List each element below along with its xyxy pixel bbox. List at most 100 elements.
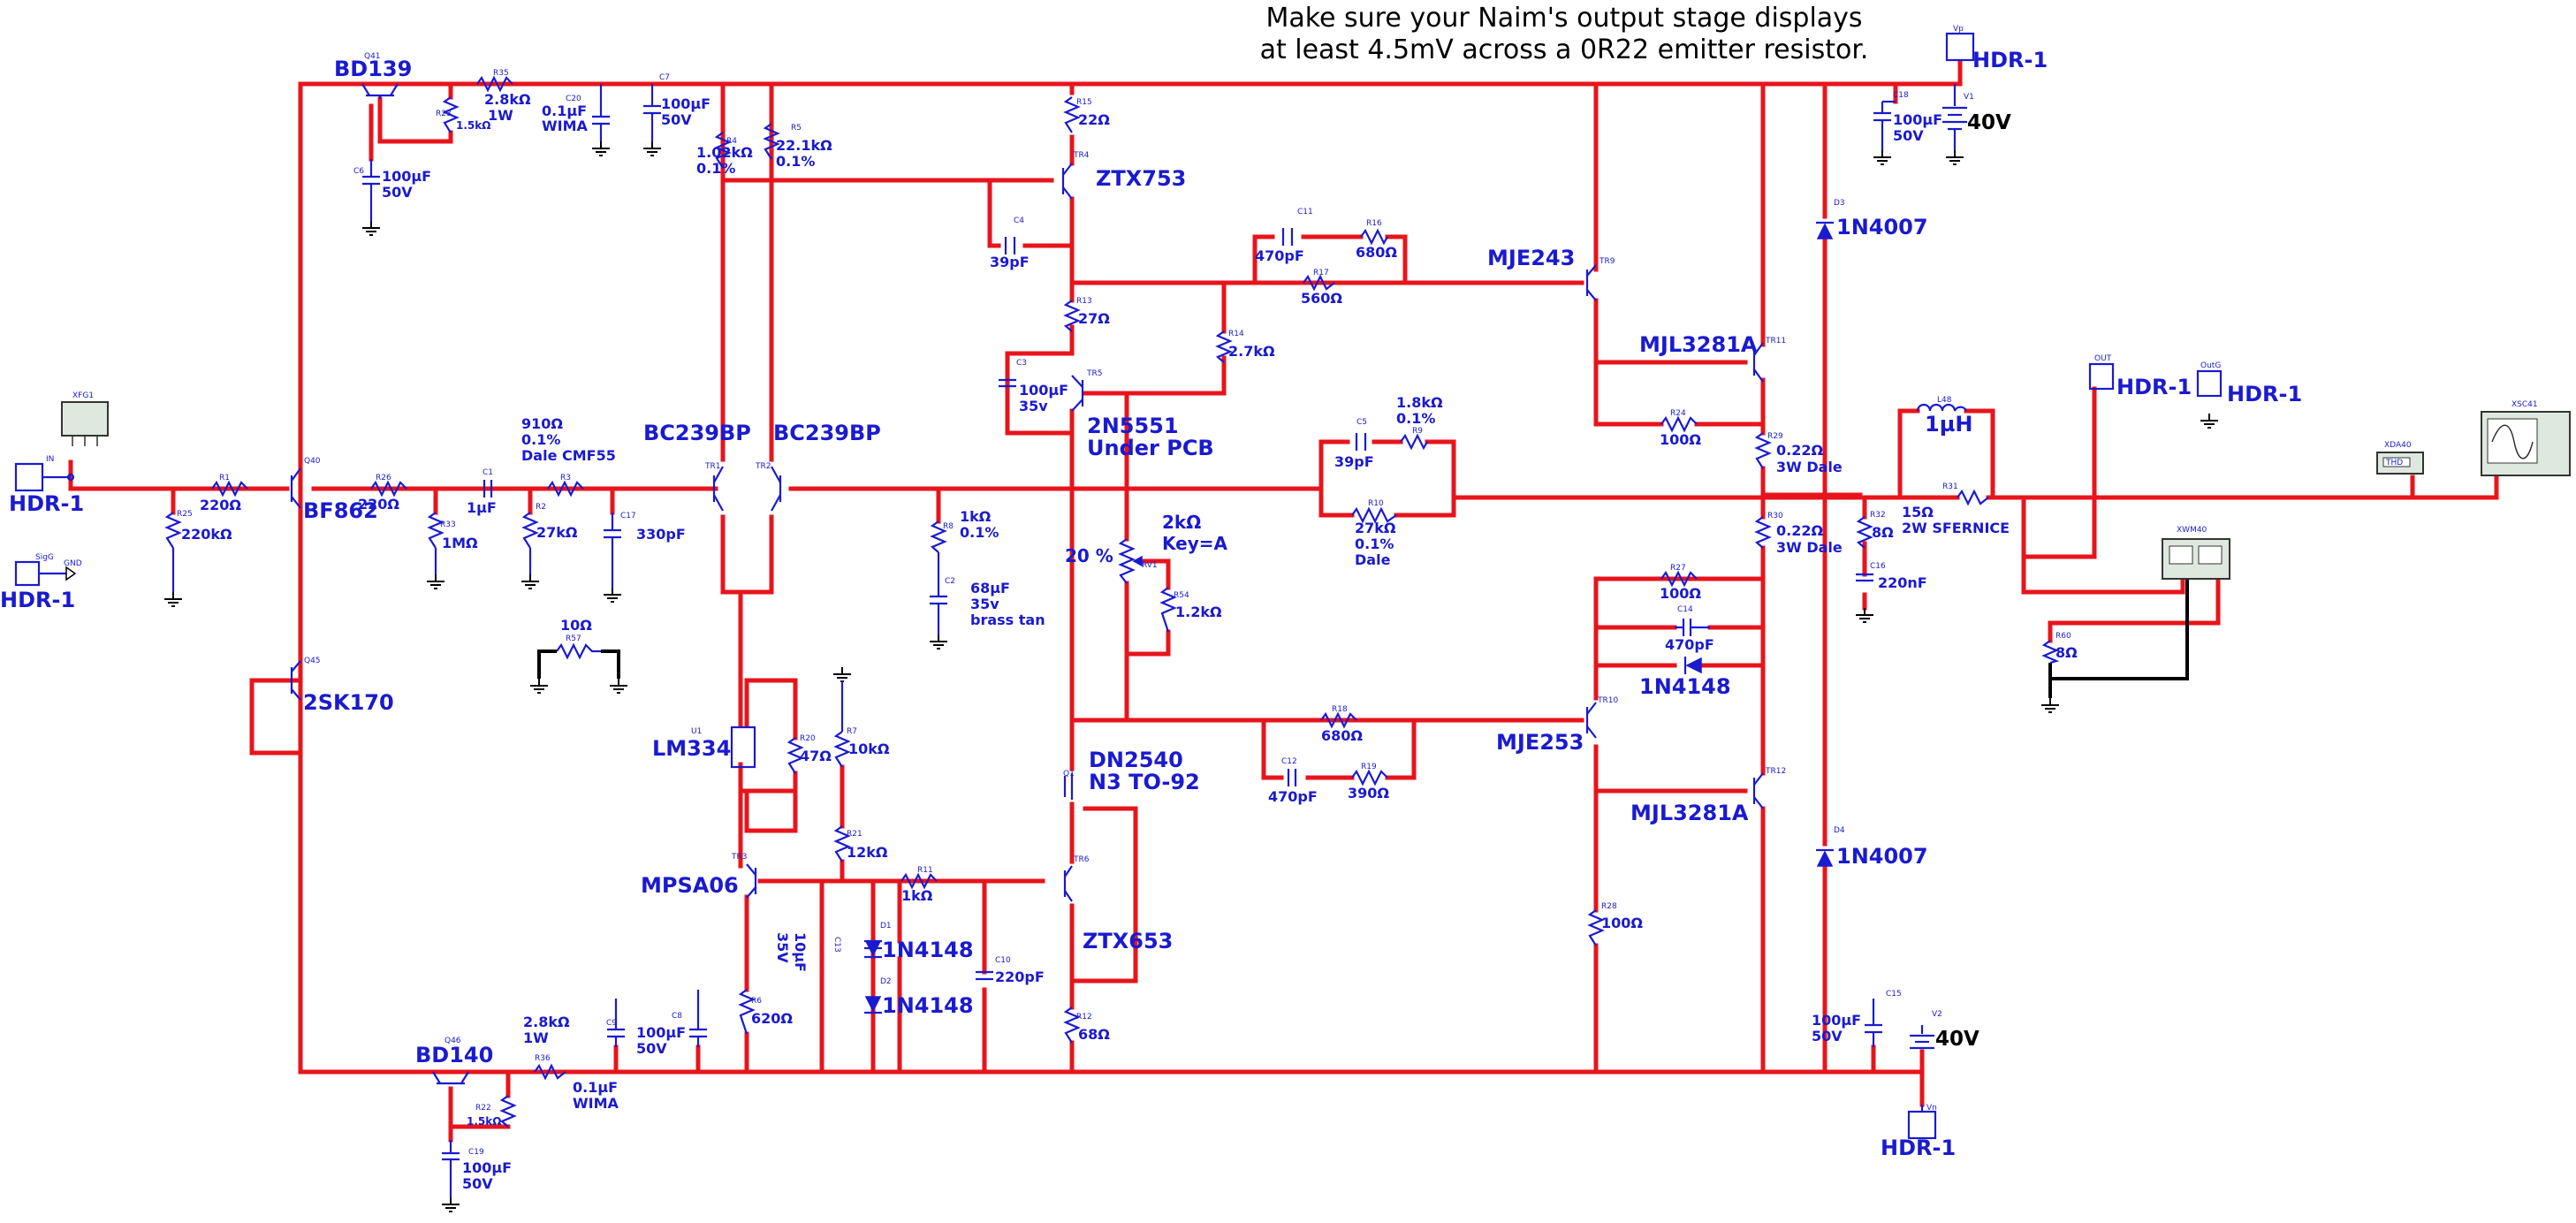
capacitor-c8[interactable]: C8 100µF 50V xyxy=(636,990,707,1057)
resistor-r33[interactable]: R33 1MΩ xyxy=(427,512,478,574)
v2-ref: V2 xyxy=(1932,1010,1942,1019)
transistor-mjl3281a-bottom[interactable]: TR12 MJL3281A xyxy=(1630,767,1786,825)
resistor-r1[interactable]: R1 220Ω xyxy=(200,474,248,513)
capacitor-c4[interactable]: C4 39pF xyxy=(990,216,1030,270)
c7-voltage: 50V xyxy=(661,111,692,128)
header-outg[interactable]: OutG HDR-1 xyxy=(2196,361,2302,406)
r31-type: 2W SFERNICE xyxy=(1902,520,2010,536)
diode-d2[interactable]: D2 1N4148 xyxy=(864,977,974,1018)
c3-voltage: 35v xyxy=(1019,398,1048,414)
resistor-r23[interactable]: R23 1.5kΩ xyxy=(436,96,490,133)
capacitor-c16[interactable]: C16 220nF xyxy=(1856,562,1927,591)
transistor-ztx753[interactable]: TR4 ZTX753 xyxy=(1061,151,1186,200)
capacitor-c14[interactable]: C14 470pF xyxy=(1665,605,1714,653)
transistor-mjl3281a-top[interactable]: TR11 MJL3281A xyxy=(1639,332,1786,383)
capacitor-c20[interactable]: C20 0.1µF WIMA xyxy=(542,84,610,141)
capacitor-c15[interactable]: C15 100µF 50V xyxy=(1812,990,1902,1047)
wattmeter-xwm40[interactable]: XWM40 xyxy=(2162,526,2230,580)
resistor-r28[interactable]: R28 100Ω xyxy=(1587,902,1643,946)
capacitor-c17[interactable]: C17 330pF xyxy=(604,512,686,588)
current-source-lm334[interactable]: U1 LM334 xyxy=(652,725,756,769)
resistor-r8[interactable]: R8 1kΩ 0.1% xyxy=(930,508,999,574)
resistor-r18[interactable]: R18 680Ω xyxy=(1320,705,1363,744)
resistor-r36[interactable]: R36 2.8kΩ 1W xyxy=(523,1014,570,1081)
transistor-2sk170[interactable]: Q45 2SK170 xyxy=(290,657,394,715)
resistor-r20[interactable]: R20 47Ω xyxy=(786,734,832,774)
resistor-r54[interactable]: R54 1.2kΩ xyxy=(1159,587,1222,633)
capacitor-c13[interactable]: C13 10µF 35V xyxy=(774,932,882,972)
resistor-r16[interactable]: R16 680Ω xyxy=(1356,219,1397,261)
capacitor-c12[interactable]: C12 470pF xyxy=(1268,757,1318,805)
transistor-dn2540[interactable]: Q1 DN2540 N3 TO-92 xyxy=(1063,748,1200,800)
transistor-2n5551[interactable]: TR5 2N5551 Under PCB xyxy=(1071,369,1214,460)
resistor-r11[interactable]: R11 1kΩ xyxy=(900,866,938,904)
function-generator-xfg1[interactable]: XFG1 xyxy=(61,391,109,446)
diode-d5[interactable]: 1N4148 xyxy=(1639,657,1731,699)
battery-v2[interactable]: V2 40V xyxy=(1910,1010,1979,1051)
resistor-r19[interactable]: R19 390Ω xyxy=(1348,763,1389,801)
resistor-r6[interactable]: R6 620Ω xyxy=(738,989,793,1035)
capacitor-c9[interactable]: C9 0.1µF WIMA xyxy=(573,999,625,1112)
resistor-r26[interactable]: R26 220Ω xyxy=(358,474,407,513)
diode-d1[interactable]: D1 1N4148 xyxy=(864,922,974,962)
potentiometer-rv1[interactable]: RV1 2kΩ Key=A 20 % xyxy=(1065,512,1228,584)
resistor-r31[interactable]: R31 15Ω 2W SFERNICE xyxy=(1902,482,2010,536)
resistor-r3[interactable]: R3 910Ω 0.1% Dale CMF55 xyxy=(521,415,616,498)
transistor-mje253[interactable]: TR10 MJE253 xyxy=(1496,696,1618,755)
resistor-r5[interactable]: R5 22.1kΩ 0.1% xyxy=(763,123,832,170)
capacitor-c11[interactable]: C11 470pF xyxy=(1255,208,1313,264)
header-vn[interactable]: Vn HDR-1 xyxy=(1881,1104,1956,1160)
distortion-analyzer-xda40[interactable]: THD XDA40 xyxy=(2376,441,2424,475)
l48-ref: L48 xyxy=(1937,396,1952,405)
resistor-r27[interactable]: R27 100Ω xyxy=(1660,564,1701,602)
capacitor-c10[interactable]: C10 220pF xyxy=(976,956,1045,985)
transistor-bd139[interactable]: Q41 BD139 xyxy=(334,52,412,99)
resistor-r13[interactable]: R13 27Ω xyxy=(1063,297,1110,332)
capacitor-c2[interactable]: C2 68µF 35v brass tan xyxy=(930,574,1045,634)
resistor-r32[interactable]: R32 8Ω xyxy=(1856,511,1894,549)
resistor-r25[interactable]: R25 220kΩ xyxy=(164,510,232,592)
transistor-bd140[interactable]: Q46 BD140 xyxy=(415,1037,493,1085)
transistor-ztx653[interactable]: TR6 ZTX653 xyxy=(1063,855,1173,953)
capacitor-c18[interactable]: C18 100µF 50V xyxy=(1873,91,1942,150)
inductor-l48[interactable]: L48 1µH xyxy=(1916,396,1972,437)
transistor-bf862[interactable]: Q40 BF862 xyxy=(290,457,378,523)
capacitor-c19[interactable]: C19 100µF 50V xyxy=(442,1140,512,1197)
capacitor-c6[interactable]: C6 100µF 50V xyxy=(353,159,431,221)
oscilloscope-xsc41[interactable]: XSC41 xyxy=(2481,400,2571,476)
capacitor-c3[interactable]: C3 100µF 35v xyxy=(999,359,1068,414)
capacitor-c1[interactable]: C1 1µF xyxy=(467,468,497,516)
resistor-r30[interactable]: R30 0.22Ω 3W Dale xyxy=(1754,512,1843,556)
resistor-r14[interactable]: R14 2.7kΩ xyxy=(1215,330,1275,363)
diode-d4[interactable]: D4 1N4007 xyxy=(1816,826,1928,869)
transistor-bc239-2[interactable]: TR2 BC239BP xyxy=(755,421,881,512)
transistor-bc239-1[interactable]: TR1 BC239BP xyxy=(643,421,751,512)
header-in[interactable]: IN HDR-1 xyxy=(9,455,84,516)
resistor-r9[interactable]: R9 1.8kΩ 0.1% xyxy=(1396,394,1443,451)
resistor-r12[interactable]: R12 68Ω xyxy=(1063,1007,1110,1044)
capacitor-c5[interactable]: C5 39pF xyxy=(1334,418,1374,470)
resistor-r21[interactable]: R21 12kΩ xyxy=(833,825,888,862)
resistor-r22[interactable]: R22 1.5kΩ xyxy=(467,1095,517,1128)
header-out[interactable]: OUT HDR-1 xyxy=(2088,354,2192,399)
diode-d3[interactable]: D3 1N4007 xyxy=(1816,199,1928,239)
battery-v1[interactable]: V1 40V xyxy=(1942,84,2011,150)
resistor-r17[interactable]: R17 560Ω xyxy=(1301,269,1342,307)
resistor-r15[interactable]: R15 22Ω xyxy=(1063,96,1110,133)
resistor-r35[interactable]: R35 2.8kΩ 1W xyxy=(476,69,531,124)
resistor-r57[interactable]: R57 10Ω xyxy=(556,617,601,660)
header-vp[interactable]: Vp HDR-1 xyxy=(1945,25,2048,72)
resistor-r29[interactable]: R29 0.22Ω 3W Dale xyxy=(1754,432,1843,475)
resistor-r2[interactable]: R2 27kΩ xyxy=(521,503,578,574)
resistor-r7[interactable]: R7 10kΩ xyxy=(833,680,890,768)
header-sig[interactable]: SigG GND HDR-1 xyxy=(0,553,82,612)
resistor-r60[interactable]: R60 8Ω xyxy=(2041,632,2078,665)
c8-value: 100µF xyxy=(636,1024,686,1041)
r54-value: 1.2kΩ xyxy=(1175,604,1222,620)
transistor-mpsa06[interactable]: TR3 MPSA06 xyxy=(641,853,757,899)
capacitor-c7[interactable]: C7 100µF 50V xyxy=(643,73,710,141)
resistor-r24[interactable]: R24 100Ω xyxy=(1660,409,1701,448)
resistor-r10[interactable]: R10 27kΩ 0.1% Dale xyxy=(1351,499,1397,568)
resistor-r4[interactable]: R4 1.02kΩ 0.1% xyxy=(696,132,753,177)
transistor-mje243[interactable]: TR9 MJE243 xyxy=(1487,246,1615,301)
